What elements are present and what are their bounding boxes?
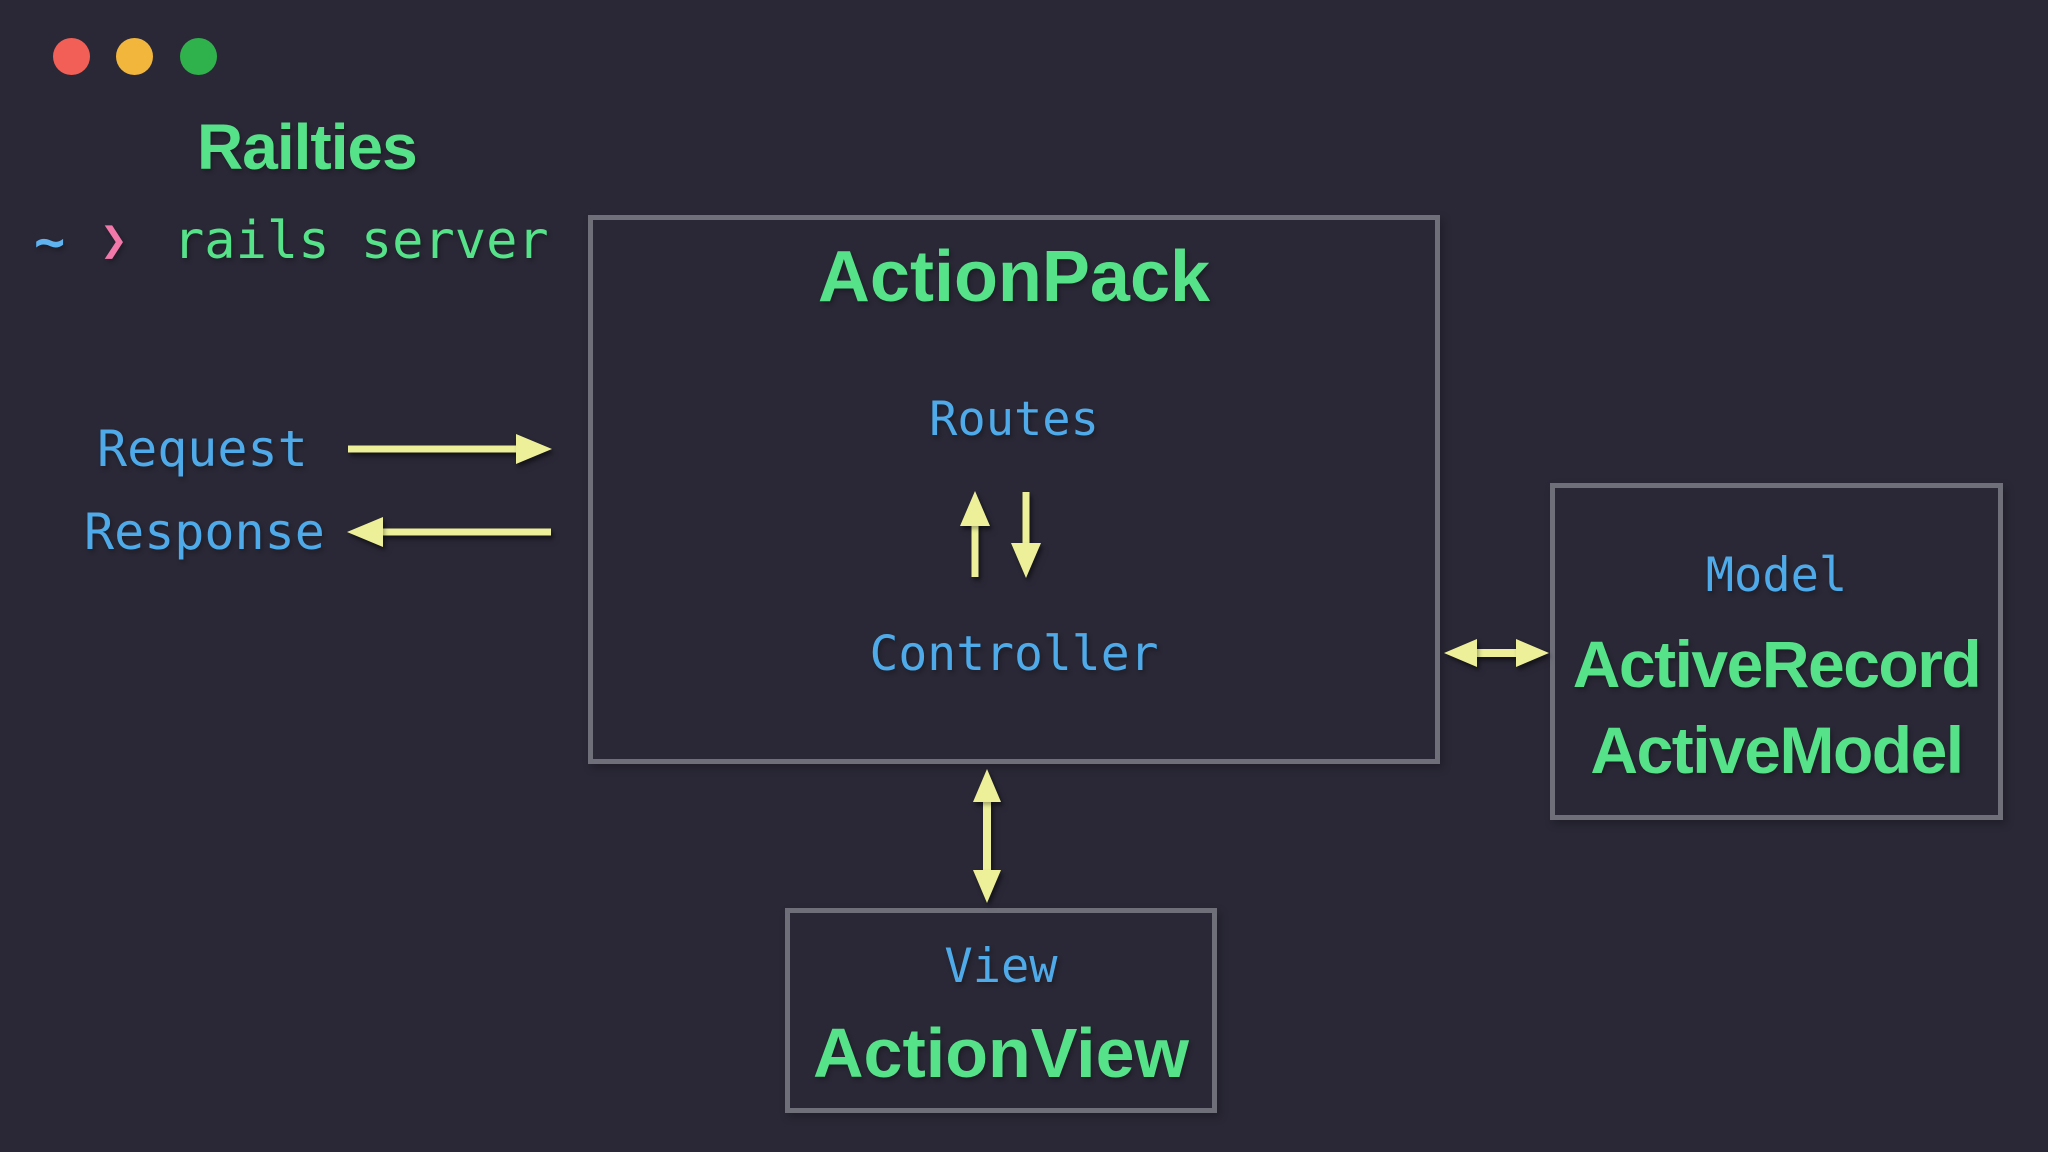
response-arrow-icon [347, 517, 551, 547]
model-box: Model ActiveRecord ActiveModel [1550, 483, 2003, 820]
actionpack-title: ActionPack [817, 237, 1211, 317]
prompt-tilde: ~ [34, 212, 66, 272]
routes-label: Routes [929, 392, 1099, 447]
response-label: Response [84, 503, 325, 561]
terminal-command: rails server [173, 211, 549, 271]
close-button-icon[interactable] [53, 38, 90, 75]
prompt-chevron-icon: ❯ [100, 212, 128, 266]
request-arrow-icon [348, 434, 552, 464]
model-label: Model [1705, 548, 1848, 603]
maximize-button-icon[interactable] [180, 38, 217, 75]
view-box: View ActionView [785, 908, 1217, 1113]
activerecord-label: ActiveRecord [1572, 627, 1982, 701]
activemodel-label: ActiveModel [1590, 713, 1964, 787]
actionpack-model-arrow-icon [1444, 639, 1549, 667]
minimize-button-icon[interactable] [116, 38, 153, 75]
controller-label: Controller [869, 626, 1159, 682]
actionview-label: ActionView [812, 1014, 1189, 1092]
railties-title: Railties [197, 111, 418, 183]
actionpack-box: ActionPack Routes Controller [588, 215, 1440, 764]
actionpack-view-arrow-icon [973, 769, 1001, 903]
view-label: View [944, 939, 1058, 994]
request-label: Request [97, 420, 308, 478]
